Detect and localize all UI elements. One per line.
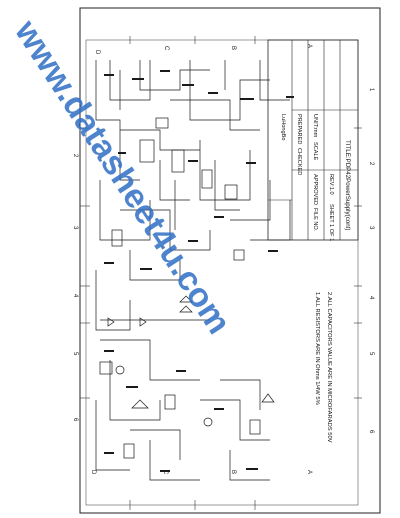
title-block-file-no: FILE NO. (312, 208, 318, 232)
title-block-rev: REV:1.0 (328, 174, 334, 195)
title-block-scale: SCALE (312, 142, 318, 161)
title-block-sheet: SHEET 1 OF 1 (328, 204, 334, 241)
col-number-right-1: 1 (368, 88, 374, 92)
note-capacitors: 2.ALL CAPACITORS VALUE ARE IN MICROFARAD… (326, 292, 332, 443)
title-block-unit: UNIT:mm (312, 114, 318, 138)
title-block (267, 39, 359, 241)
row-letter-top-d: D (94, 50, 100, 55)
component-label-marks (104, 70, 294, 472)
col-number-right-2: 2 (368, 162, 374, 166)
column-dividers (80, 127, 362, 399)
title-block-author: LuHongBo (280, 114, 286, 140)
col-number-right-4: 4 (368, 296, 374, 300)
col-number-left-6: 6 (72, 418, 78, 422)
row-dividers (129, 36, 256, 510)
col-number-left-5: 5 (72, 352, 78, 356)
row-letter-top-b: B (230, 46, 236, 50)
col-number-right-5: 5 (368, 352, 374, 356)
title-block-prepared: PREPARED (296, 114, 302, 144)
col-number-right-3: 3 (368, 226, 374, 230)
circuit-traces (95, 60, 291, 481)
row-letter-top-a: A (306, 44, 312, 48)
title-block-title: TITLE:PDP42PowerSupply(cont) (344, 140, 351, 230)
col-number-right-6: 6 (368, 430, 374, 434)
col-number-left-4: 4 (72, 294, 78, 298)
row-letter-bottom-c: C (162, 470, 168, 475)
col-number-left-3: 3 (72, 226, 78, 230)
component-symbols (99, 117, 275, 459)
col-number-left-2: 2 (72, 154, 78, 158)
note-resistors: 1.ALL RESISTORS ARE IN Ohms 1/4W 5% (314, 292, 320, 405)
title-block-checked: CHECKED (296, 148, 302, 175)
row-letter-bottom-a: A (306, 470, 312, 474)
title-block-approved: APPROVED (312, 174, 318, 205)
row-letter-bottom-d: D (90, 470, 96, 475)
row-letter-bottom-b: B (230, 470, 236, 474)
row-letter-top-c: C (163, 46, 169, 51)
outer-frame (79, 7, 381, 514)
inner-frame (85, 39, 359, 506)
